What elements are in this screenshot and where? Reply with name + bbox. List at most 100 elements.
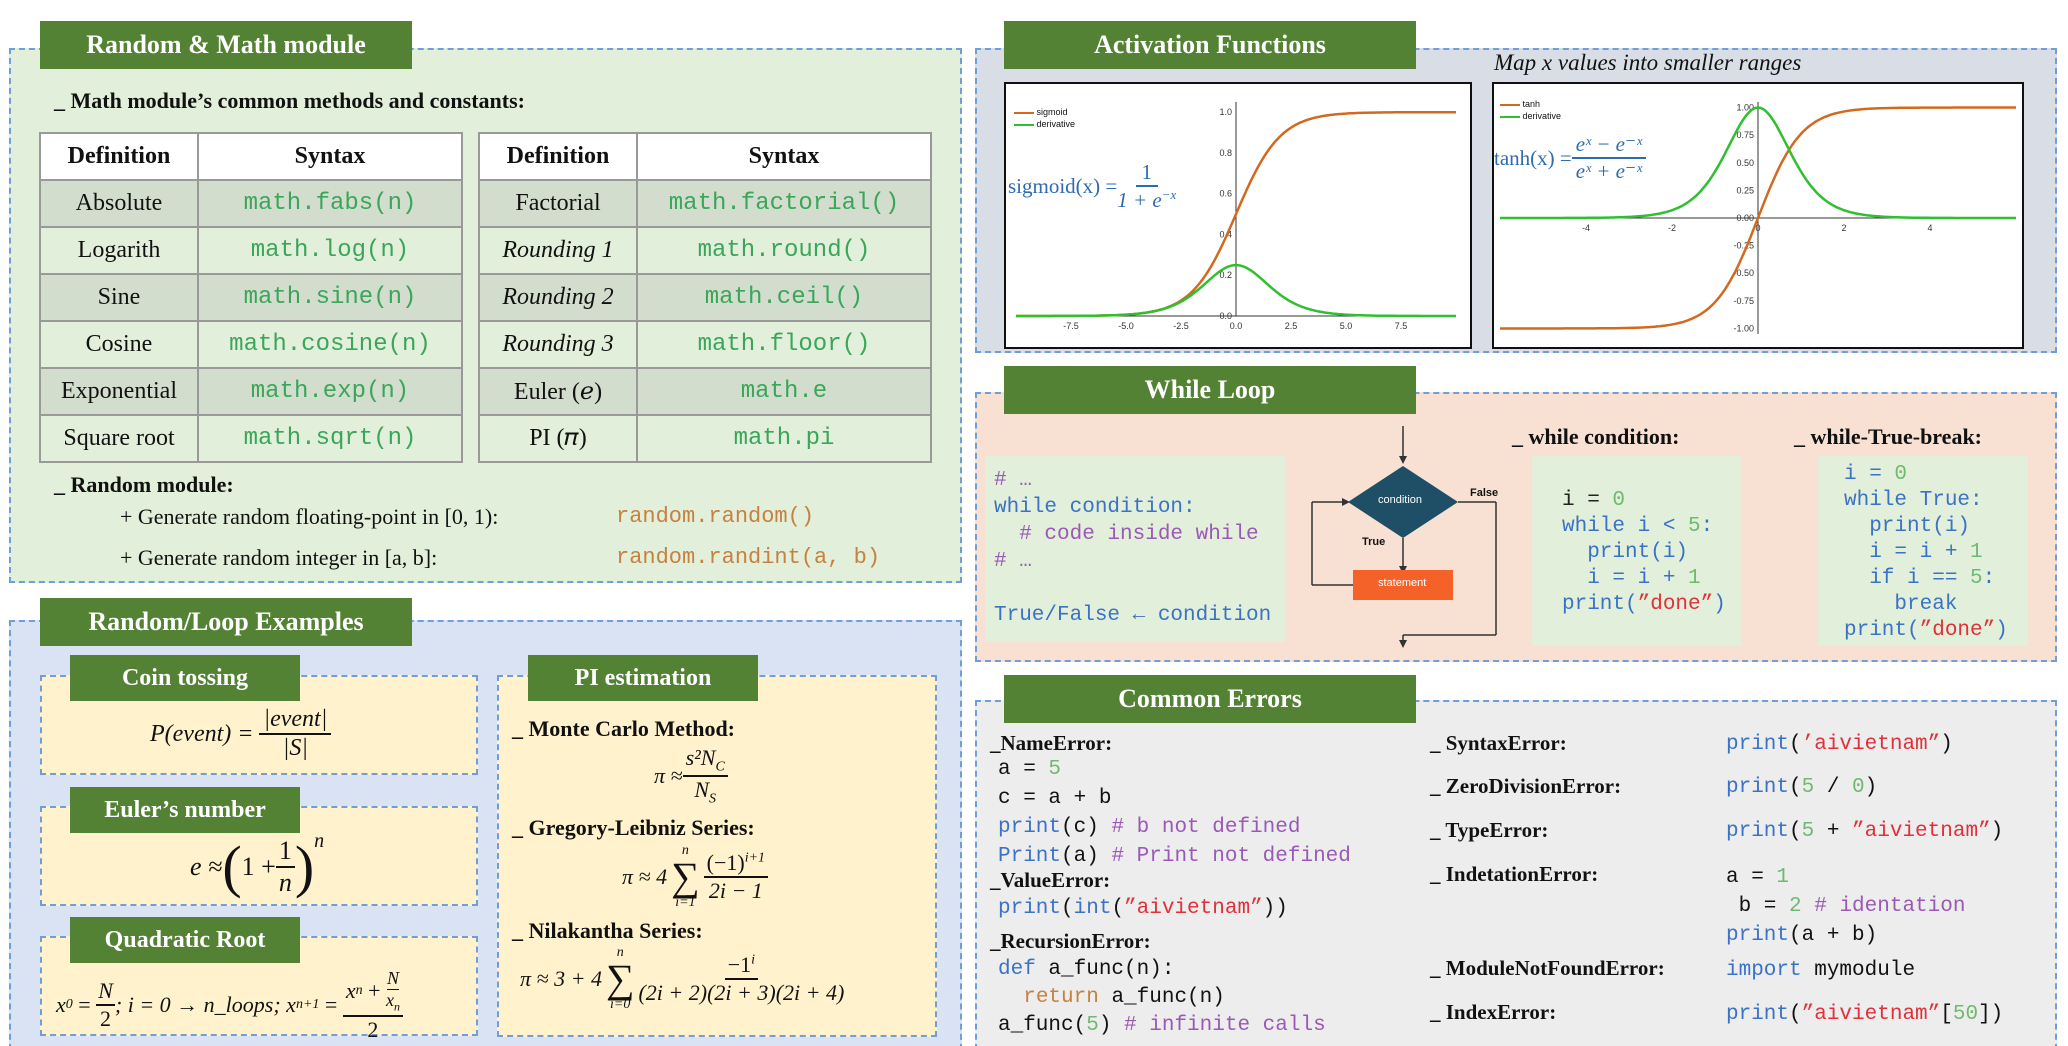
tanh-num: eˣ − e⁻ˣ [1571, 132, 1647, 159]
x-tick-label: 4 [1927, 223, 1932, 233]
coin-formula: P(event) = |event| |S| [150, 706, 332, 762]
quad-half-den: 2 [100, 1006, 112, 1032]
monte-lhs: π ≈ [654, 763, 683, 789]
y-tick-label: 0.0 [1219, 311, 1232, 321]
tanh-den: eˣ + e⁻ˣ [1575, 159, 1643, 183]
table-cell-syntax: math.ceil() [636, 273, 932, 322]
x-tick-label: -7.5 [1063, 321, 1079, 331]
y-tick-label: -1.00 [1733, 323, 1754, 333]
while-generic-box [985, 456, 1285, 642]
table-cell-def: Square root [39, 414, 199, 463]
table-cell-syntax: math.sqrt(n) [197, 414, 463, 463]
y-tick-label: 0.00 [1736, 213, 1754, 223]
module-not-found-error-title: _ ModuleNotFoundError: [1430, 956, 1665, 980]
quad-half-num: N [96, 978, 115, 1007]
sigmoid-den-sup: −x [1161, 187, 1177, 202]
table-cell-def: Exponential [39, 367, 199, 416]
quad-xn2-sub: n [394, 999, 400, 1014]
x-tick-label: 7.5 [1395, 321, 1408, 331]
type-error-code: print(5 + ”aivietnam”) [1726, 820, 2004, 843]
sigmoid-formula: sigmoid(x) = 1 1 + e−x [1008, 160, 1177, 213]
y-tick-label: 0.25 [1736, 185, 1754, 195]
random-module-title: _ Random module: [54, 472, 234, 497]
random-code-1: random.random() [616, 504, 815, 529]
code-line: a = 5 [998, 758, 1062, 781]
random-code-2: random.randint(a, b) [616, 545, 881, 570]
euler-header: Euler’s number [70, 787, 300, 833]
table-header-definition: Definition [39, 132, 199, 181]
y-tick-label: 0.75 [1736, 130, 1754, 140]
random-desc-1: + Generate random floating-point in [0, … [120, 504, 499, 529]
table-cell-def: Rounding 3 [478, 320, 638, 369]
nila-title: _ Nilakantha Series: [512, 918, 703, 943]
y-tick-label: -0.50 [1733, 268, 1754, 278]
series-line-tanh [1500, 106, 2016, 330]
quad-x0-sub: 0 [65, 997, 73, 1013]
name-error-code: a = 5 c = a + b print(c) # b not defined… [998, 755, 1351, 871]
x-tick-label: 2.5 [1285, 321, 1298, 331]
index-error-code: print(”aivietnam”[50]) [1726, 1003, 2004, 1026]
quad-xn2: x [386, 990, 394, 1010]
greg-num: (−1) [706, 850, 745, 875]
table-cell-syntax: math.pi [636, 414, 932, 463]
code-line: print(i) [1562, 541, 1689, 564]
greg-den: 2i − 1 [708, 878, 763, 903]
recursion-error-code: def a_func(n): return a_func(n) a_func(5… [998, 956, 1326, 1040]
nila-lhs: π ≈ 3 + 4 [520, 966, 602, 991]
greg-lhs: π ≈ 4 [622, 864, 668, 889]
table-cell-syntax: math.floor() [636, 320, 932, 369]
while-break-title: _ while-True-break: [1794, 424, 1982, 449]
type-error-title: _ TypeError: [1430, 818, 1549, 842]
table-cell-syntax: math.sine(n) [197, 273, 463, 322]
tanh-lhs: tanh(x) = [1494, 145, 1572, 170]
quad-xn1: x [286, 992, 296, 1018]
x-tick-label: 5.0 [1340, 321, 1353, 331]
zero-division-error-title: _ ZeroDivisionError: [1430, 774, 1622, 798]
random-desc-2: + Generate random integer in [a, b]: [120, 545, 438, 570]
greg-top: n [681, 843, 689, 858]
errors-header: Common Errors [1004, 675, 1416, 723]
y-tick-label: 1.00 [1736, 103, 1754, 113]
name-error-title: _NameError: [990, 731, 1113, 755]
sigmoid-den: 1 + e [1117, 188, 1162, 212]
table-cell-syntax: math.round() [636, 226, 932, 275]
table-cell-def: Sine [39, 273, 199, 322]
x-tick-label: 0.0 [1230, 321, 1243, 331]
table-cell-syntax: math.factorial() [636, 179, 932, 228]
while-break-code: i = 0 while True: print(i) i = i + 1 if … [1844, 462, 2008, 644]
gregory-title: _ Gregory-Leibniz Series: [512, 815, 755, 840]
code-line: if i == 5: [1844, 567, 1996, 590]
code-line: # … [994, 469, 1032, 492]
series-line-derivative [1016, 263, 1456, 318]
y-tick-label: 0.8 [1219, 148, 1232, 158]
recursion-error-title: _RecursionError: [990, 929, 1151, 953]
y-tick-label: -0.25 [1733, 241, 1754, 251]
indentation-error-title: _ IndetationError: [1430, 862, 1599, 886]
x-tick-label: -5.0 [1118, 321, 1134, 331]
greg-bot: i=1 [675, 895, 696, 910]
table-cell-syntax: math.log(n) [197, 226, 463, 275]
indentation-error-code: a = 1 b = 2 # identation print(a + b) [1726, 863, 1965, 950]
flow-false: False [1470, 487, 1499, 499]
while-flowchart [1311, 426, 1497, 648]
code-line: i = 0 [1562, 489, 1626, 512]
table-cell-def: Absolute [39, 179, 199, 228]
code-line: print(a + b) [1726, 924, 1878, 947]
while-cond-title: _ while condition: [1512, 424, 1680, 449]
code-line: a = 1 [1726, 866, 1790, 889]
code-line: c = a + b [998, 787, 1112, 810]
y-tick-label: 0.50 [1736, 158, 1754, 168]
quad-eq2: = [319, 992, 343, 1018]
code-line: i = 0 [1844, 463, 1908, 486]
errors-panel [975, 700, 2057, 1046]
quad-header: Quadratic Root [70, 917, 300, 963]
nila-num-sup: i [751, 952, 756, 968]
nila-den: (2i + 2)(2i + 3)(2i + 4) [638, 980, 845, 1005]
code-line: while i < 5: [1562, 515, 1714, 538]
while-cond-box [1532, 456, 1742, 646]
monte-title: _ Monte Carlo Method: [512, 716, 736, 741]
x-tick-label: -4 [1582, 223, 1590, 233]
sigmoid-legend-derivative: derivative [1036, 119, 1076, 129]
